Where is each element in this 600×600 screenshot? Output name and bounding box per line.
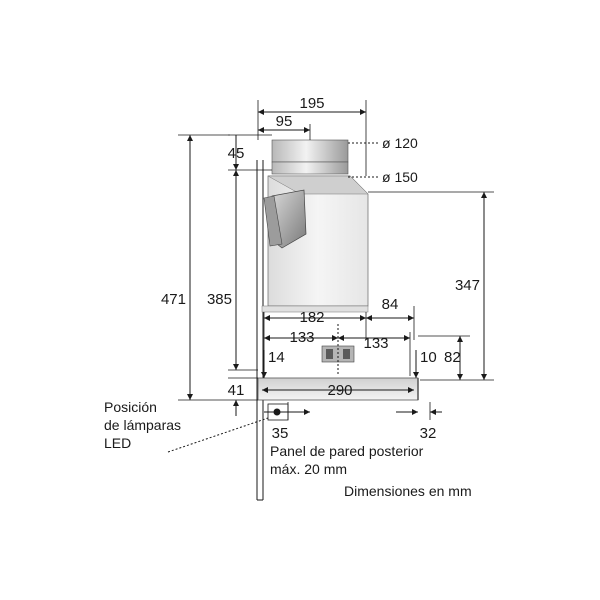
dim-14: 14: [268, 349, 285, 366]
dim-385: 385: [207, 291, 232, 308]
duct-120: [271, 139, 349, 163]
dim-82: 82: [444, 349, 461, 366]
units-label: Dimensiones en mm: [344, 483, 472, 499]
dim-84: 84: [382, 296, 399, 313]
tray-top: [261, 305, 369, 313]
dim-133-right: 133: [363, 335, 388, 352]
led-label-line3: LED: [104, 435, 131, 451]
dim-35: 35: [272, 425, 289, 442]
dimension-texts: 195 95 45 471 385 347 182 84 133 133 14 …: [161, 95, 480, 442]
dim-45: 45: [228, 145, 245, 162]
dim-347: 347: [455, 277, 480, 294]
dim-195: 195: [299, 95, 324, 112]
panel-label-line2: máx. 20 mm: [270, 461, 347, 477]
hatch-slot-left: [326, 349, 333, 359]
panel-label-line1: Panel de pared posterior: [270, 443, 424, 459]
led-label-line1: Posición: [104, 399, 157, 415]
dim-471: 471: [161, 291, 186, 308]
dim-41: 41: [228, 382, 245, 399]
hatch-slot-right: [343, 349, 350, 359]
dim-95: 95: [276, 113, 293, 130]
dim-32: 32: [420, 425, 437, 442]
hood-top-face: [267, 175, 369, 195]
hood-graphic: [256, 139, 419, 501]
dim-10: 10: [420, 349, 437, 366]
led-label-line2: de lámparas: [104, 417, 181, 433]
duct-diameter-150: ø 150: [382, 169, 418, 185]
dim-133-left: 133: [289, 329, 314, 346]
dimension-lines: [167, 100, 494, 453]
dim-290: 290: [327, 382, 352, 399]
annotation-labels: Posición de lámparas LED Panel de pared …: [104, 399, 472, 499]
filter-plate: [263, 195, 283, 247]
dim-182: 182: [299, 309, 324, 326]
duct-150: [271, 161, 349, 175]
duct-diameter-120: ø 120: [382, 135, 418, 151]
